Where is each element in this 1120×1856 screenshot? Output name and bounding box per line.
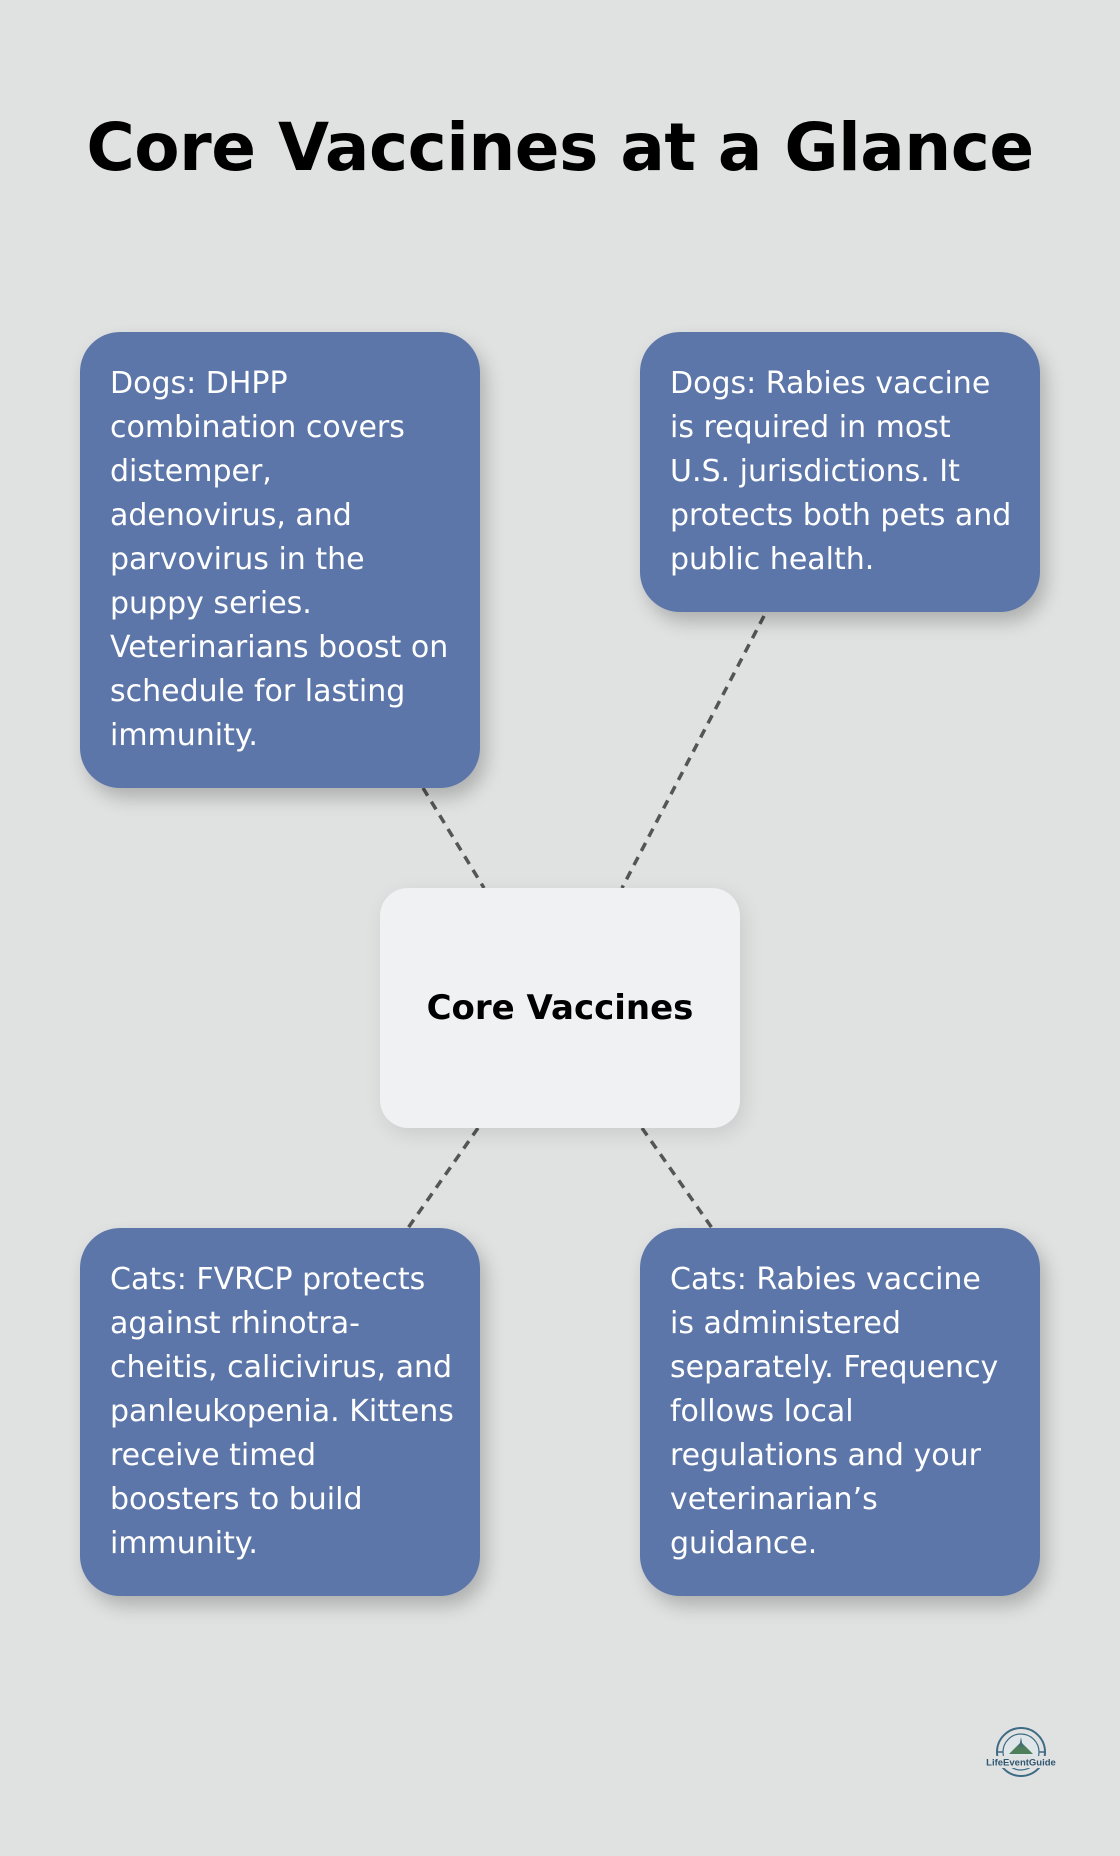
brand-logo: LifeEventGuide [982, 1727, 1060, 1777]
page-title: Core Vaccines at a Glance [86, 109, 1034, 186]
connector-bottom-left [406, 1126, 480, 1230]
connector-top-right [620, 615, 766, 889]
connector-top-left [421, 787, 486, 889]
node-cats-fvrcp: Cats: FVRCP protects against rhinotra-ch… [80, 1228, 480, 1596]
node-cats-rabies: Cats: Rabies vaccine is administered sep… [640, 1228, 1040, 1596]
logo-text: LifeEventGuide [986, 1758, 1056, 1769]
center-node-label: Core Vaccines [426, 988, 694, 1028]
node-dogs-rabies: Dogs: Rabies vaccine is required in most… [640, 332, 1040, 612]
connector-bottom-right [640, 1126, 714, 1230]
center-node: Core Vaccines [380, 888, 740, 1128]
node-dogs-dhpp: Dogs: DHPP combination covers distemper,… [80, 332, 480, 788]
